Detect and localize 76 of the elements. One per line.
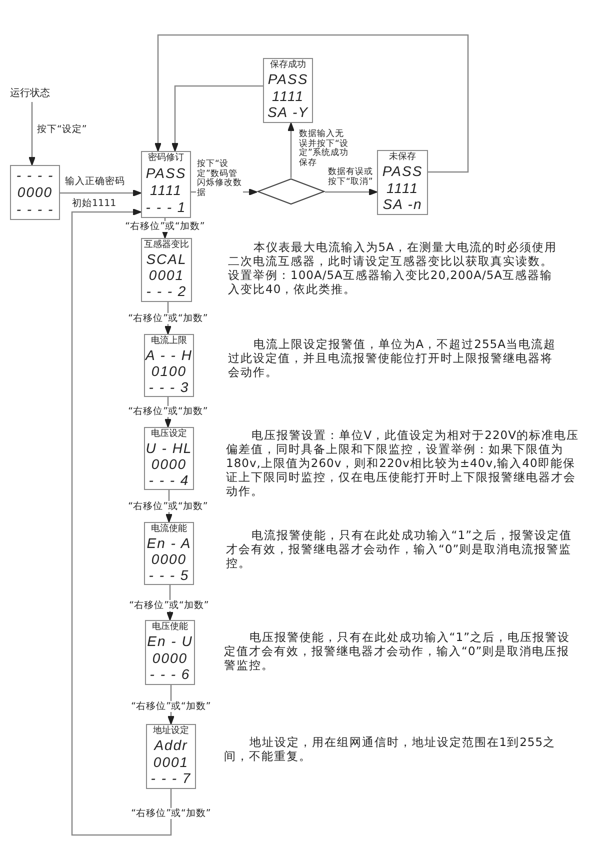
display-readout: Addr — [154, 737, 188, 754]
display-title: 电流使能 — [151, 524, 187, 535]
display-readout: - - - 3 — [148, 379, 190, 395]
lcd-display-box — [263, 58, 313, 123]
display-readout: SCAL — [146, 251, 187, 267]
description-text: 电压报警使能，只有在此处成功输入“1”之后，电压报警设定值才会有效，报警继电器才会动作，输入“0”则是取消电压报警监控。 — [224, 630, 572, 672]
note-label: 初始1111 — [72, 197, 116, 210]
arrow — [325, 188, 378, 196]
display-readout: 0001 — [148, 267, 184, 283]
display-title: 未保存 — [389, 152, 416, 163]
lcd-display-box — [145, 620, 195, 685]
edge-label: 输入正确密码 — [64, 176, 126, 187]
display-readout: - - - 2 — [146, 283, 187, 299]
display-title: 互感器变比 — [144, 240, 189, 251]
description-text: 电流上限设定报警值，单位为A，不超过255A当电流超过此设定值，并且电流报警使能位打开时上限报警继电器将会动作。 — [228, 337, 557, 379]
display-readout: 1111 — [150, 182, 182, 198]
display-readout: 0000 — [151, 551, 187, 567]
display-title: 电压使能 — [152, 622, 188, 633]
display-title: 密码修订 — [148, 153, 184, 164]
arrow — [71, 208, 172, 836]
display-readout: En - U — [147, 633, 193, 650]
edge-label: “右移位”或“加数” — [130, 701, 212, 712]
lcd-display-box — [144, 334, 194, 397]
display-readout: 0000 — [17, 184, 53, 200]
display-readout: 0000 — [152, 650, 188, 666]
display-readout: A - - H — [146, 347, 192, 363]
display-readout: 1111 — [386, 180, 419, 196]
display-readout: - - - 1 — [146, 199, 186, 215]
display-readout: SA -Y — [267, 104, 309, 120]
arrow — [172, 85, 263, 152]
display-readout: SA -n — [382, 196, 422, 212]
display-readout: - - - 7 — [150, 770, 192, 786]
description-text: 电压报警设置：单位V，此值设定为相对于220V的标准电压偏差值，同时具备上限和下限监控，设置举例：如果下限值为180v,上限值为260v，则和220v相比较为±40v,输入40即能保证上下限同时监控，仅在电压使能打开时上下限报警继电器才会动作。 — [226, 428, 580, 498]
edge-label: 按下“设定”数码管闪烁修改数据 — [196, 160, 243, 198]
arrow — [288, 122, 294, 178]
lcd-display-box — [144, 522, 194, 585]
edge-label: “右移位”或“加数” — [124, 221, 206, 232]
lcd-display-box — [10, 165, 60, 220]
edge-label: 数据有误或按下“取消” — [327, 168, 374, 187]
edge-label: “右移位”或“加数” — [127, 501, 209, 512]
state-label: 运行状态 — [10, 86, 70, 102]
lcd-display-box — [144, 427, 194, 490]
display-readout: - - - 6 — [150, 666, 190, 682]
display-title: 电压设定 — [151, 429, 187, 440]
display-title: 保存成功 — [270, 60, 306, 71]
display-readout: 1111 — [272, 88, 304, 104]
edge-label: “右移位”或“加数” — [127, 406, 209, 417]
display-readout: PASS — [382, 163, 423, 180]
edge-label: “右移位”或“加数” — [128, 600, 210, 611]
lcd-display-box — [377, 150, 428, 215]
display-readout: PASS — [146, 165, 186, 181]
display-readout: - - - 4 — [148, 472, 190, 488]
description-text: 本仪表最大电流输入为5A，在测量大电流的时必须使用二次电流互感器，此时请设定互感器变比以获取真实读数。设置举例：100A/5A互感器输入变比20,200A/5A互感器输入变比40，依此类推。 — [228, 240, 558, 296]
display-readout: 0100 — [151, 363, 187, 379]
arrow — [154, 34, 469, 173]
lcd-display-box — [146, 724, 196, 789]
description-text: 地址设定，用在组网通信时，地址设定范围在1到255之间，不能重复。 — [224, 735, 557, 763]
description-text: 电流报警使能，只有在此处成功输入“1”之后，报警设定值才会有效，报警继电器才会动作，输入“0”则是取消电流报警监控。 — [226, 528, 574, 570]
decision-diamond — [257, 178, 325, 205]
display-readout: - - - - — [16, 167, 54, 183]
display-readout: - - - 5 — [148, 567, 190, 583]
display-readout: 0001 — [153, 754, 189, 770]
arrow — [60, 190, 142, 196]
lcd-display-box — [141, 238, 192, 302]
display-readout: 0000 — [151, 456, 187, 472]
display-readout: - - - - — [16, 201, 54, 217]
display-title: 电流上限 — [151, 336, 187, 347]
edge-label: “右移位”或“加数” — [130, 808, 212, 819]
display-readout: En - A — [146, 535, 192, 551]
edge-label: 按下“设定” — [36, 124, 88, 135]
display-readout: PASS — [268, 71, 308, 88]
display-title: 地址设定 — [153, 726, 189, 737]
display-readout: U - HL — [146, 440, 192, 456]
lcd-display-box — [141, 151, 191, 218]
arrow — [28, 102, 36, 166]
edge-label: “右移位”或“加数” — [127, 313, 209, 324]
